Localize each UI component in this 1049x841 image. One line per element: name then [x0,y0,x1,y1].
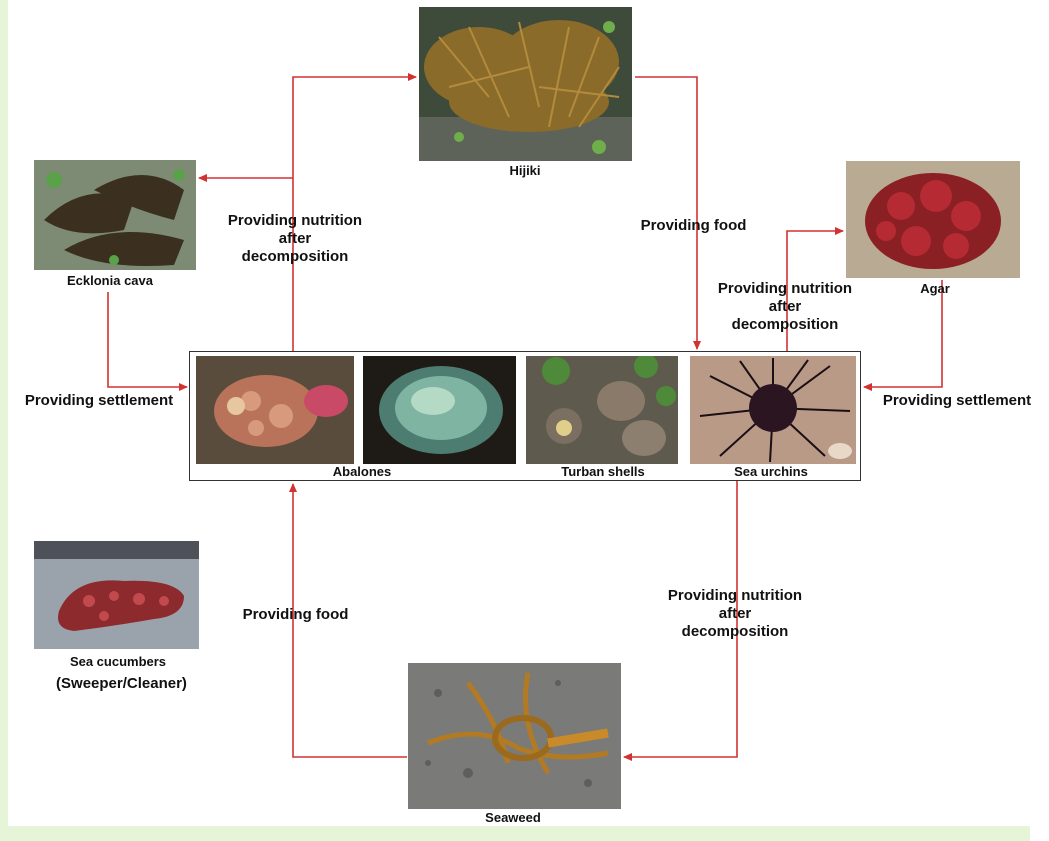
label-food-top-right: Providing food [626,217,761,235]
label-settlement-left: Providing settlement [6,392,192,410]
turban-shells-photo [526,356,678,464]
label-nutrition-bottom-right: Providing nutrition after decomposition [640,587,830,641]
turban-shells-caption: Turban shells [548,464,658,479]
arrow-hijiki-to-center [635,77,697,349]
sea-cucumber-photo [34,541,199,649]
label-food-bottom-left: Providing food [228,606,363,624]
seaweed-caption: Seaweed [478,810,548,825]
sea-urchin-photo [690,356,856,464]
sea-cucumbers-caption: Sea cucumbers [48,654,188,669]
ecklonia-caption: Ecklonia cava [50,273,170,288]
hijiki-caption: Hijiki [495,163,555,178]
sea-urchins-caption: Sea urchins [716,464,826,479]
abalone-photo-2 [363,356,516,464]
agar-photo [846,161,1020,278]
label-nutrition-top-left: Providing nutrition after decomposition [205,212,385,266]
label-nutrition-top-right: Providing nutrition after decomposition [690,280,880,334]
arrow-ecklonia-to-center [108,292,187,387]
agar-caption: Agar [905,281,965,296]
hijiki-photo [419,7,632,161]
ecklonia-photo [34,160,196,270]
sea-cucumbers-role: (Sweeper/Cleaner) [34,675,209,692]
seaweed-photo [408,663,621,809]
abalones-caption: Abalones [322,464,402,479]
label-settlement-right: Providing settlement [864,392,1049,410]
abalone-photo-1 [196,356,354,464]
